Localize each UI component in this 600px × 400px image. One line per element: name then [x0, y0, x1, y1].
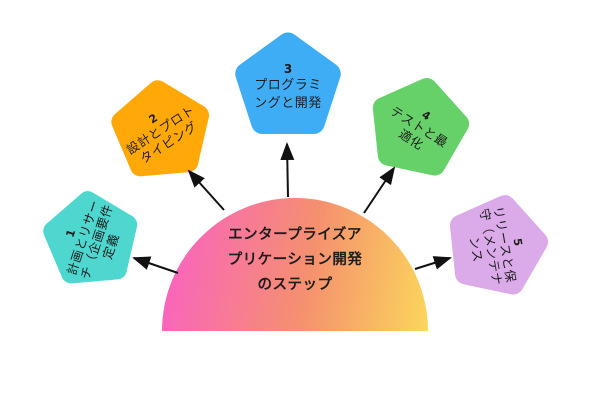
step-number: 3 [283, 62, 293, 76]
step-3-pentagon: 3 プログラミ ングと開発 [232, 28, 344, 140]
step-label: 計画とリサー チ（企画要件 定義 [63, 197, 122, 282]
step-2-pentagon: 2 設計とプロト タイピング [105, 72, 218, 185]
step-label: リリースと保 守（メンテナ ンス [466, 204, 520, 287]
step-4-label-group: 4 テストと最 適化 [347, 56, 490, 199]
step-label: テストと最 適化 [387, 103, 451, 153]
pentagon-shape-icon [111, 80, 210, 177]
arrow-to-step-3 [280, 142, 295, 198]
pentagon-shape-icon [372, 77, 470, 176]
step-5-pentagon: 5 リリースと保 守（メンテナ ンス [434, 180, 560, 306]
pentagon-shape-icon [235, 32, 341, 134]
step-3-label-group: 3 プログラミ ングと開発 [232, 31, 344, 143]
step-label: 設計とプロト タイピング [123, 102, 200, 166]
pentagon-shape-icon [43, 191, 138, 284]
step-4-pentagon: 4 テストと最 適化 [357, 63, 480, 186]
arrow-to-step-4 [363, 166, 396, 214]
step-label: プログラミ ングと開発 [254, 78, 322, 111]
step-number: 5 [510, 237, 525, 248]
step-5-label-group: 5 リリースと保 守（メンテナ ンス [435, 185, 558, 308]
diagram-title: エンタープライズア プリケーション開発 のステップ [227, 227, 363, 293]
step-1-pentagon: 1 計画とリサー チ（企画要件 定義 [37, 183, 145, 291]
pentagon-shape-icon [449, 195, 549, 295]
